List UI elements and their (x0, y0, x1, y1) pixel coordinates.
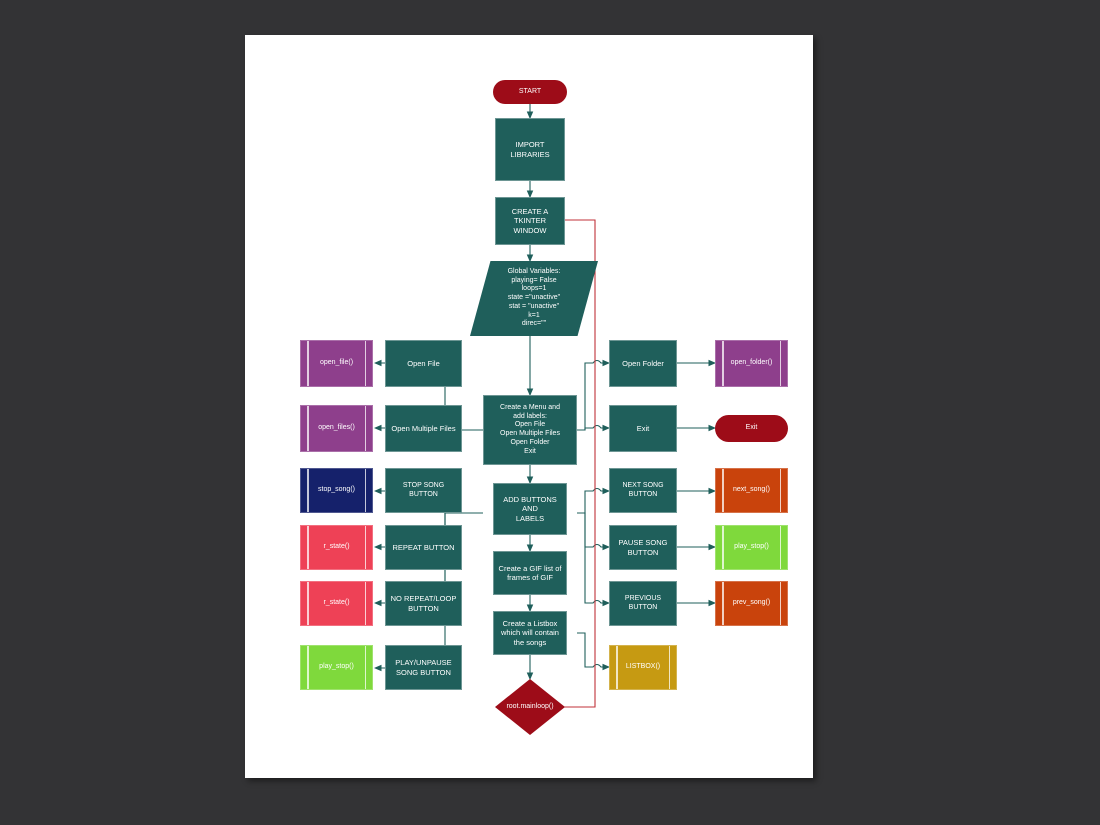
node-import-libraries-label: IMPORT LIBRARIES (510, 140, 550, 159)
node-listbox-fn-label: LISTBOX() (625, 663, 661, 671)
node-global-variables-label: Global Variables: playing= False loops=1… (507, 267, 561, 328)
node-mainloop[interactable]: root.mainloop() (495, 679, 565, 735)
node-create-menu[interactable]: Create a Menu and add labels: Open File … (483, 395, 577, 465)
node-next-song-button[interactable]: NEXT SONG BUTTON (609, 468, 677, 513)
node-add-buttons-label: ADD BUTTONS AND LABELS (503, 494, 557, 523)
node-stop-song-button[interactable]: STOP SONG BUTTON (385, 468, 462, 513)
node-open-files-fn-label: open_files() (318, 424, 355, 432)
node-prev-song-fn-label: prev_song() (732, 599, 771, 607)
node-create-gif[interactable]: Create a GIF list of frames of GIF (493, 551, 567, 595)
node-play-stop-fn-right[interactable]: play_stop() (715, 525, 788, 570)
node-play-unpause-song-button-label: PLAY/UNPAUSE SONG BUTTON (395, 658, 452, 677)
node-r-state-fn-1[interactable]: r_state() (300, 525, 373, 570)
node-start[interactable]: START (493, 80, 567, 104)
node-add-buttons[interactable]: ADD BUTTONS AND LABELS (493, 483, 567, 535)
node-next-song-fn[interactable]: next_song() (715, 468, 788, 513)
node-next-song-fn-label: next_song() (733, 486, 770, 494)
node-previous-button-label: PREVIOUS BUTTON (624, 594, 662, 611)
node-open-folder-fn[interactable]: open_folder() (715, 340, 788, 387)
node-create-window[interactable]: CREATE A TKINTER WINDOW (495, 197, 565, 245)
document-page: START IMPORT LIBRARIES CREATE A TKINTER … (245, 35, 813, 778)
node-open-multiple-files[interactable]: Open Multiple Files (385, 405, 462, 452)
node-pause-song-button-label: PAUSE SONG BUTTON (618, 538, 668, 557)
node-mainloop-label: root.mainloop() (506, 702, 554, 710)
node-r-state-fn-1-label: r_state() (323, 543, 350, 551)
node-exit-terminator-label: Exit (745, 424, 758, 432)
node-exit-terminator[interactable]: Exit (715, 415, 788, 442)
node-create-listbox[interactable]: Create a Listbox which will contain the … (493, 611, 567, 655)
node-create-window-label: CREATE A TKINTER WINDOW (511, 206, 549, 235)
node-play-stop-fn-left[interactable]: play_stop() (300, 645, 373, 690)
node-prev-song-fn[interactable]: prev_song() (715, 581, 788, 626)
node-start-label: START (518, 87, 542, 95)
node-open-folder-label: Open Folder (622, 358, 664, 368)
node-stop-song-button-label: STOP SONG BUTTON (402, 481, 445, 498)
node-open-folder-fn-label: open_folder() (730, 359, 773, 367)
node-open-multiple-files-label: Open Multiple Files (391, 423, 456, 433)
node-play-unpause-song-button[interactable]: PLAY/UNPAUSE SONG BUTTON (385, 645, 462, 690)
node-global-variables[interactable]: Global Variables: playing= False loops=1… (470, 261, 598, 336)
node-exit-box-label: Exit (636, 423, 650, 433)
node-no-repeat-loop-button[interactable]: NO REPEAT/LOOP BUTTON (385, 581, 462, 626)
node-next-song-button-label: NEXT SONG BUTTON (622, 481, 664, 498)
node-open-file-fn-label: open_file() (319, 359, 354, 367)
node-no-repeat-loop-button-label: NO REPEAT/LOOP BUTTON (390, 594, 457, 613)
node-create-gif-label: Create a GIF list of frames of GIF (498, 563, 562, 582)
node-open-folder[interactable]: Open Folder (609, 340, 677, 387)
node-import-libraries[interactable]: IMPORT LIBRARIES (495, 118, 565, 181)
node-play-stop-fn-right-label: play_stop() (734, 543, 769, 551)
flowchart-canvas: START IMPORT LIBRARIES CREATE A TKINTER … (245, 35, 813, 778)
node-r-state-fn-2[interactable]: r_state() (300, 581, 373, 626)
node-open-file-fn[interactable]: open_file() (300, 340, 373, 387)
node-create-menu-label: Create a Menu and add labels: Open File … (500, 403, 560, 455)
node-open-files-fn[interactable]: open_files() (300, 405, 373, 452)
node-exit-box[interactable]: Exit (609, 405, 677, 452)
node-create-listbox-label: Create a Listbox which will contain the … (501, 618, 559, 647)
node-r-state-fn-2-label: r_state() (323, 599, 350, 607)
node-stop-song-fn[interactable]: stop_song() (300, 468, 373, 513)
node-previous-button[interactable]: PREVIOUS BUTTON (609, 581, 677, 626)
node-repeat-button-label: REPEAT BUTTON (392, 542, 455, 552)
node-repeat-button[interactable]: REPEAT BUTTON (385, 525, 462, 570)
node-pause-song-button[interactable]: PAUSE SONG BUTTON (609, 525, 677, 570)
node-open-file[interactable]: Open File (385, 340, 462, 387)
node-listbox-fn[interactable]: LISTBOX() (609, 645, 677, 690)
node-stop-song-fn-label: stop_song() (318, 486, 355, 494)
node-open-file-label: Open File (407, 358, 440, 368)
node-play-stop-fn-left-label: play_stop() (319, 663, 354, 671)
